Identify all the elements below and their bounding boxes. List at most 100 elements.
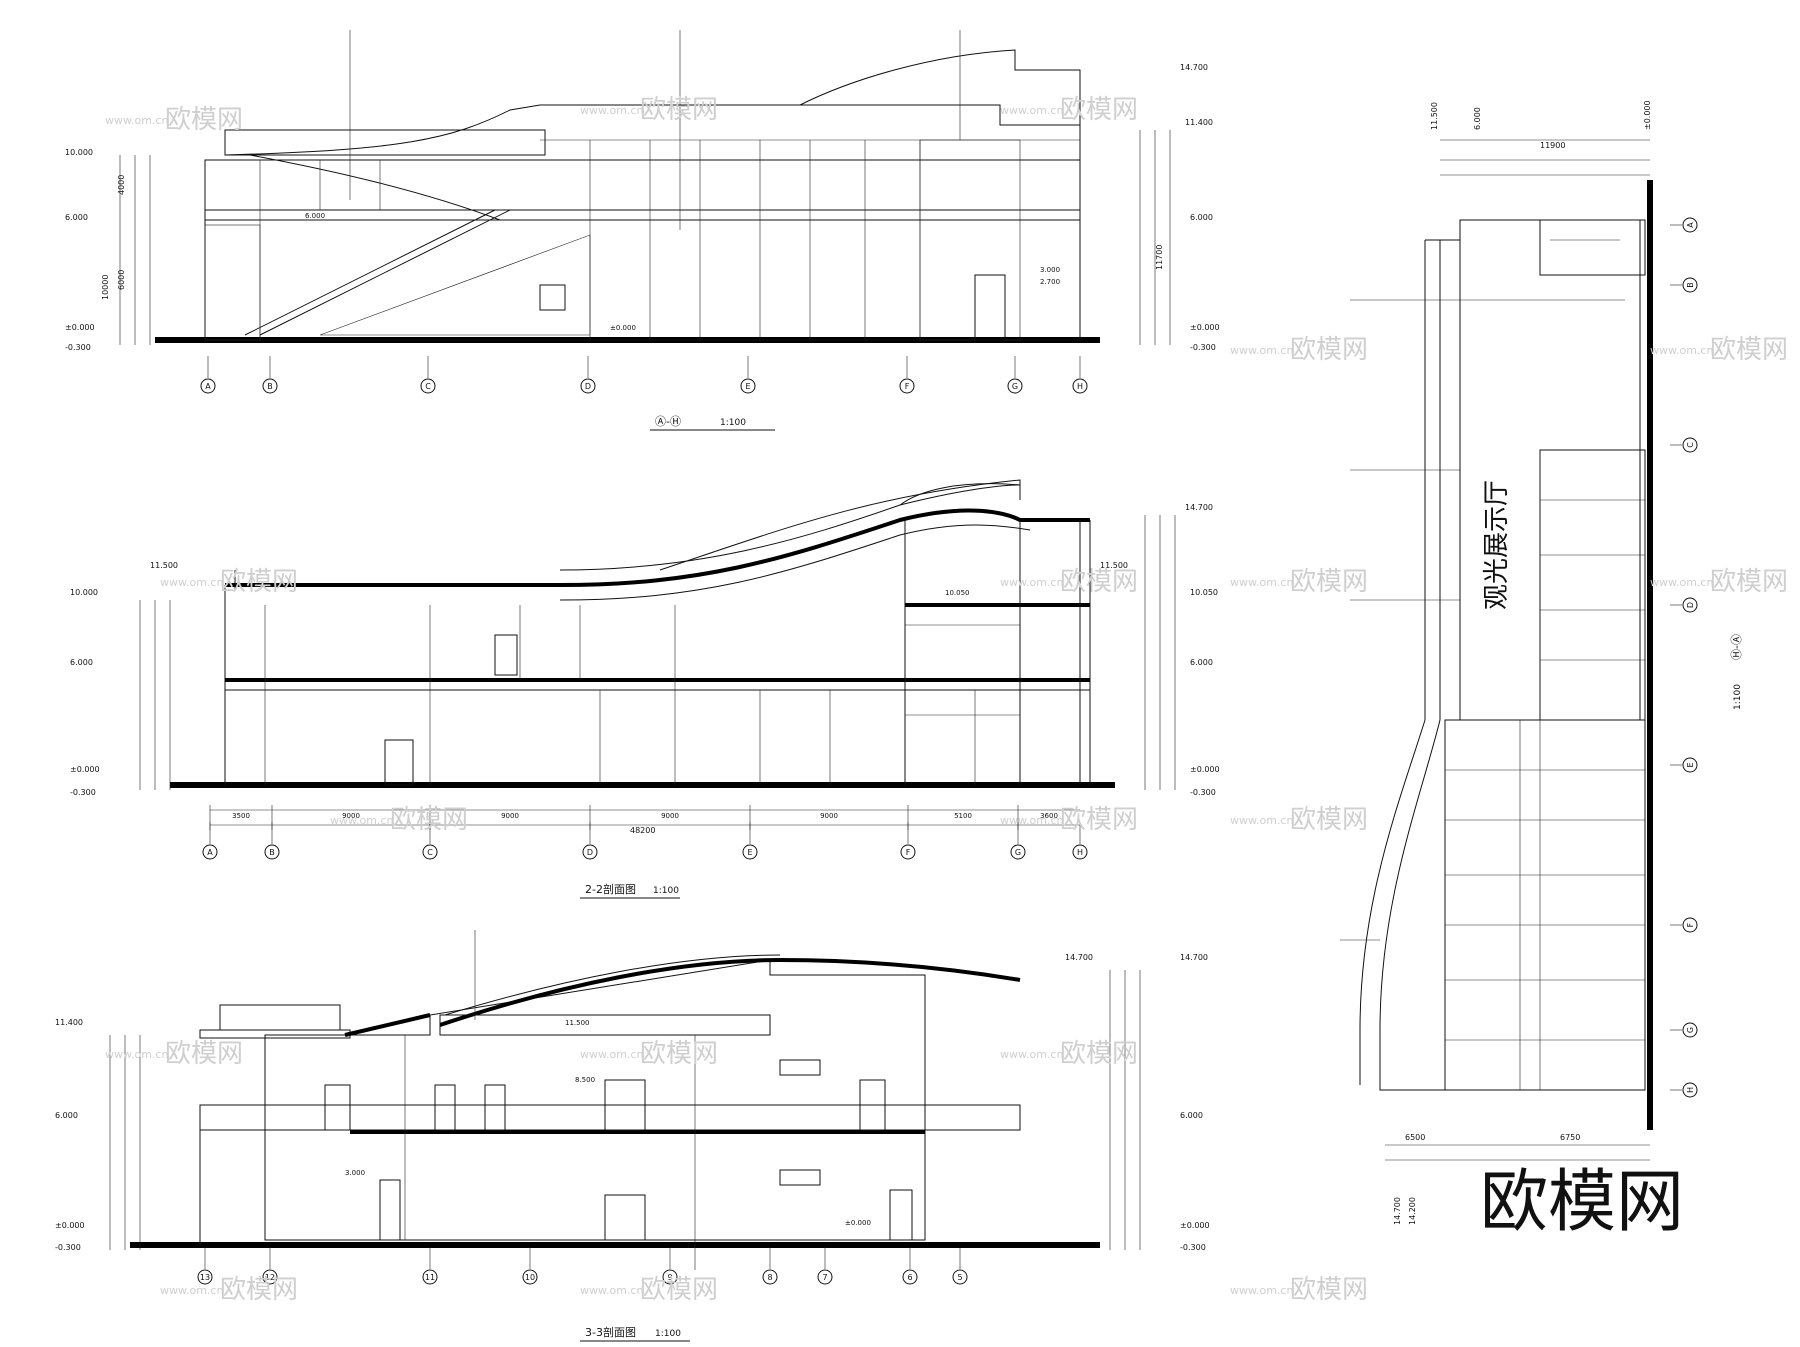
watermark-text: 欧模网 — [1060, 95, 1138, 125]
grid-label: 13 — [200, 1273, 210, 1282]
partitions — [264, 605, 1020, 785]
level-left-1: 11.500 — [150, 561, 178, 570]
watermark-text: 欧模网 — [1290, 805, 1368, 835]
grid-bubble-f: F — [900, 822, 916, 860]
grid-label: 6 — [907, 1273, 912, 1282]
inner-level-4: ±0.000 — [610, 324, 636, 332]
level-top-3: ±0.000 — [1643, 100, 1652, 130]
grid-label: 7 — [822, 1273, 827, 1282]
grid-label: B — [267, 382, 273, 391]
grid-bubble-h: H — [1072, 822, 1088, 860]
watermark-url: www.om.cn — [580, 104, 643, 117]
drawing-title: 2-2剖面图 — [585, 882, 636, 896]
drawing-title: 3-3剖面图 — [585, 1325, 636, 1339]
watermark-url: www.om.cn — [105, 114, 168, 127]
inner-level-upper: 8.500 — [575, 1076, 595, 1084]
level-right-1: 14.700 — [1180, 953, 1208, 962]
level-left-1: 10.000 — [65, 148, 93, 157]
level-bottom-1: 14.700 — [1393, 1197, 1402, 1225]
watermark-url: www.om.cn — [580, 1048, 643, 1061]
roof-slab — [225, 508, 1090, 587]
grid-label: D — [587, 848, 593, 857]
level-left-2: 6.000 — [55, 1111, 78, 1120]
watermark-text: 欧模网 — [1290, 1275, 1368, 1305]
building-outline — [204, 159, 1081, 341]
watermark-url: www.om.cn — [1000, 814, 1063, 827]
level-right-2: 11.400 — [1185, 118, 1213, 127]
dim-left-upper: 4000 — [117, 175, 126, 195]
inner-level: 10.050 — [945, 589, 970, 597]
level-right-3: 10.050 — [1190, 588, 1218, 597]
grid-bubble-9: 9 — [662, 1247, 678, 1285]
grid-label: H — [1077, 382, 1083, 391]
watermark-text: 欧模网 — [1290, 335, 1368, 365]
door — [384, 739, 414, 786]
watermark-text: 欧模网 — [1710, 335, 1788, 365]
grid-bubble-e: E — [740, 356, 756, 394]
bay-dimension: 5100 — [954, 812, 972, 820]
level-left-4: -0.300 — [55, 1243, 81, 1252]
watermark-url: www.om.cn — [330, 814, 393, 827]
bay-dimension: 9000 — [342, 812, 360, 820]
dim-top-total: 11900 — [1540, 141, 1565, 150]
watermark-url: www.om.cn — [1230, 1284, 1293, 1297]
watermark-text: 欧模网 — [165, 1039, 243, 1069]
inner-level-1: 6.000 — [305, 212, 325, 220]
glazing-grid — [259, 139, 1080, 340]
hatched-wall — [919, 139, 1021, 341]
level-right-3: 6.000 — [1190, 213, 1213, 222]
grid-label: G — [1015, 848, 1021, 857]
dim-right-total: 11700 — [1155, 245, 1164, 270]
bay-dimension: 9000 — [820, 812, 838, 820]
watermark-text: 欧模网 — [220, 567, 298, 597]
grid-bubble-f: F — [1670, 917, 1698, 933]
grid-label: 8 — [767, 1273, 772, 1282]
level-left-5: -0.300 — [70, 788, 96, 797]
grid-label: A — [205, 382, 211, 391]
curved-wall — [1379, 719, 1445, 1091]
level-right-3: ±0.000 — [1180, 1221, 1210, 1230]
level-right-4: ±0.000 — [1190, 323, 1220, 332]
bay-dimension: 9000 — [501, 812, 519, 820]
grid-bubble-e: E — [1670, 757, 1698, 773]
watermark-text: 欧模网 — [1060, 1039, 1138, 1069]
level-left-4: -0.300 — [65, 343, 91, 352]
watermark-text: 欧模网 — [640, 1039, 718, 1069]
level-left-3: 6.000 — [70, 658, 93, 667]
grid-label: E — [1686, 762, 1695, 767]
grid-label: F — [905, 382, 910, 391]
dim-left-total: 10000 — [101, 275, 110, 300]
level-top-1: 11.500 — [1430, 102, 1439, 130]
total-dimension: 48200 — [630, 826, 655, 835]
grid-bubble-g: G — [1010, 822, 1026, 860]
drawing-title: Ⓐ-Ⓗ — [655, 415, 681, 428]
roof-curve — [439, 957, 1021, 1027]
watermark-text: 欧模网 — [640, 95, 718, 125]
level-left-3: ±0.000 — [55, 1221, 85, 1230]
grid-label: B — [1686, 282, 1695, 288]
grid-label: C — [1686, 442, 1695, 448]
hatched-section-mass — [264, 959, 926, 1241]
level-right-1: 14.700 — [1185, 503, 1213, 512]
grid-label: G — [1686, 1027, 1695, 1033]
drawing-scale: 1:100 — [1733, 684, 1743, 710]
inner-level-roof: 11.500 — [565, 1019, 590, 1027]
grid-bubble-b: B — [1670, 277, 1698, 293]
grid-bubble-a: A — [1670, 217, 1698, 233]
drawing-title: Ⓗ-Ⓐ — [1730, 634, 1743, 660]
grid-label: C — [425, 382, 431, 391]
grid-label: H — [1077, 848, 1083, 857]
inner-level-3: 2.700 — [1040, 278, 1060, 286]
level-top-2: 6.000 — [1473, 107, 1482, 130]
level-right-2: 6.000 — [1180, 1111, 1203, 1120]
watermark-url: www.om.cn — [1000, 1048, 1063, 1061]
level-right-4: -0.300 — [1180, 1243, 1206, 1252]
grid-bubble-12: 12 — [262, 1247, 278, 1285]
watermark-url: www.om.cn — [1650, 344, 1713, 357]
inner-level-2: 3.000 — [1040, 266, 1060, 274]
grid-bubble-h: H — [1670, 1082, 1698, 1098]
